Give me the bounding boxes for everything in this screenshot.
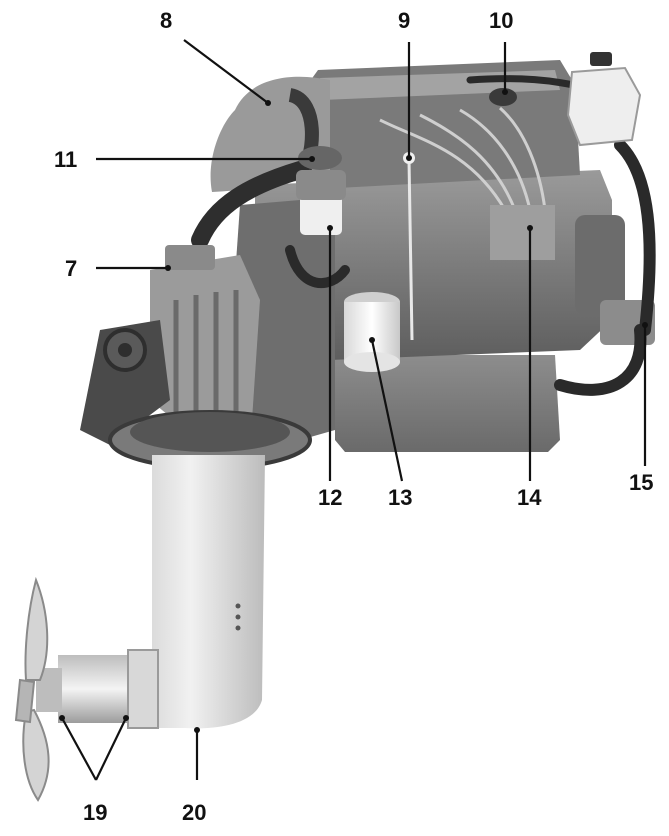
callout-label-20: 20	[182, 800, 207, 825]
callout-label-7: 7	[65, 256, 78, 281]
leader-13	[370, 339, 404, 482]
callout-label-9: 9	[398, 8, 411, 33]
callout-label-8: 8	[160, 8, 173, 33]
callout-label-11: 11	[54, 147, 78, 172]
callout-label-12: 12	[318, 485, 343, 510]
leader-19a	[61, 717, 97, 781]
saildrive-upper-housing	[80, 245, 260, 445]
oil-filter	[344, 292, 400, 372]
leader-8	[183, 39, 269, 104]
callout-label-14: 14	[517, 485, 542, 510]
coolant-expansion-tank	[566, 66, 642, 147]
leader-dots	[59, 89, 648, 733]
dipstick	[407, 159, 414, 341]
fuel-filter-bowl	[300, 195, 342, 235]
callout-label-15: 15	[629, 470, 654, 495]
flywheel-housing	[232, 200, 335, 440]
leader-19b	[95, 717, 127, 781]
fuel-filter-cap	[298, 146, 342, 170]
engine-block	[232, 60, 655, 452]
saildrive-leg	[130, 455, 265, 729]
callout-label-13: 13	[388, 485, 413, 510]
propeller-hub	[36, 649, 159, 729]
oil-filler-cap	[489, 88, 517, 106]
callout-label-10: 10	[489, 8, 514, 33]
fuel-injection-pump	[490, 205, 555, 260]
callout-label-19: 19	[83, 800, 108, 825]
leader-lines	[61, 39, 647, 781]
engine-mount	[80, 320, 170, 445]
propeller	[14, 576, 50, 802]
hoses	[285, 75, 656, 396]
